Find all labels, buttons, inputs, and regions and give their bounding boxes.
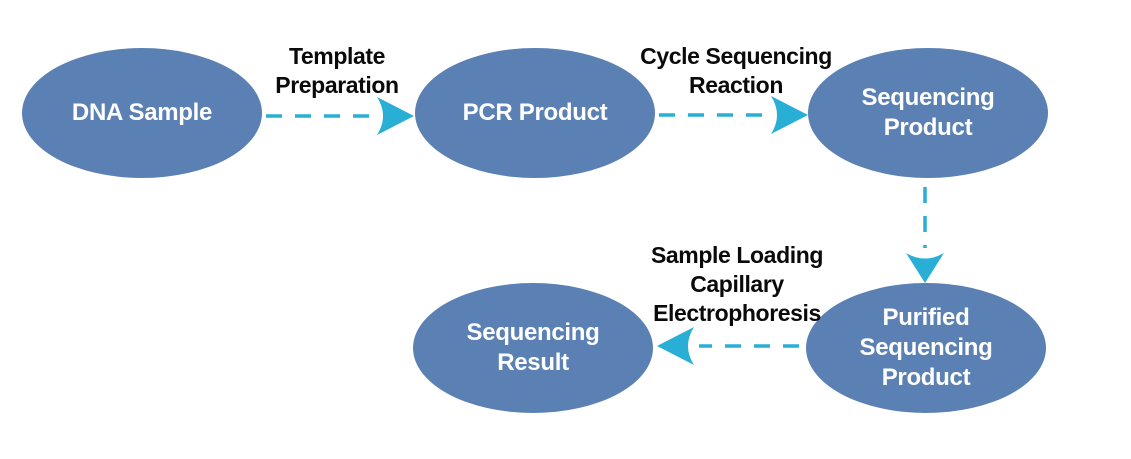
arrowhead-right-icon — [771, 96, 808, 134]
node-dna-sample: DNA Sample — [22, 48, 262, 178]
node-label: PCR Product — [462, 99, 608, 126]
node-label: Sequencing Product — [861, 84, 995, 141]
edge-label-template-preparation: Template Preparation — [275, 42, 399, 100]
edge-label-cycle-sequencing-reaction: Cycle Sequencing Reaction — [640, 42, 832, 100]
node-sequencing-result: Sequencing Result — [413, 283, 653, 413]
edge-label-line: Preparation — [275, 72, 399, 98]
edge-label-line: Reaction — [689, 72, 783, 98]
arrowhead-down-icon — [906, 253, 944, 283]
arrowhead-right-icon — [377, 97, 414, 135]
edge-label-line: Sample Loading — [650, 242, 824, 268]
arrow-to-purified-product — [906, 187, 944, 283]
node-label: Sequencing Result — [466, 319, 600, 376]
node-label: Purified Sequencing Product — [859, 304, 993, 391]
edge-label-line: Capillary — [690, 271, 784, 297]
edge-label-sample-loading-capillary-electrophoresis: Sample Loading Capillary Electrophoresis — [651, 241, 823, 328]
arrowhead-left-icon — [657, 327, 694, 365]
node-purified-sequencing-product: Purified Sequencing Product — [806, 283, 1046, 413]
arrow-template-preparation — [266, 97, 414, 135]
edge-label-line: Cycle Sequencing — [640, 43, 832, 69]
edge-label-line: Template — [288, 43, 386, 69]
node-pcr-product: PCR Product — [415, 48, 655, 178]
arrow-cycle-sequencing-reaction — [659, 96, 808, 134]
node-sequencing-product: Sequencing Product — [808, 48, 1048, 178]
arrow-sample-loading — [657, 327, 799, 365]
edge-label-line: Electrophoresis — [653, 300, 821, 326]
node-label: DNA Sample — [71, 99, 213, 126]
